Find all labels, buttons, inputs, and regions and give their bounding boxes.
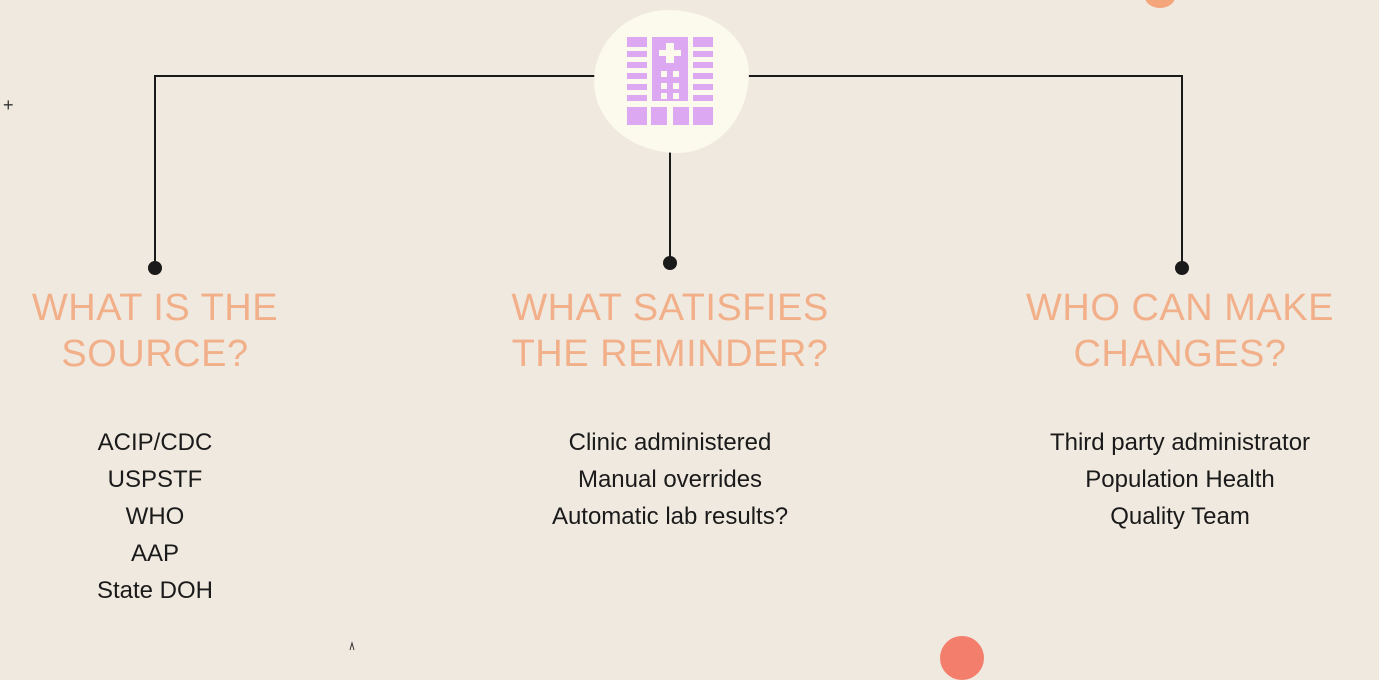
list-item: Clinic administered	[568, 429, 772, 456]
connector-dot-right	[1175, 261, 1189, 275]
connector-right	[744, 75, 1183, 268]
column-title: WHAT SATISFIES THE REMINDER?	[470, 285, 870, 377]
list-item: Manual overrides	[577, 466, 763, 493]
column-changes: WHO CAN MAKE CHANGES? Third party admini…	[980, 285, 1379, 535]
hospital-building-icon	[627, 37, 713, 125]
list-item: Automatic lab results?	[551, 503, 789, 530]
list-item: Quality Team	[1110, 503, 1250, 530]
sparkle-small	[349, 641, 355, 651]
connector-dot-center	[663, 256, 677, 270]
column-title-line: CHANGES?	[1073, 333, 1287, 375]
column-list: Third party administrator Population Hea…	[980, 424, 1379, 535]
column-title-line: WHAT IS THE	[31, 287, 279, 329]
list-item: ACIP/CDC	[97, 429, 213, 456]
connector-dot-left	[148, 261, 162, 275]
column-title-line: SOURCE?	[61, 333, 249, 375]
sparkle-decoration: +	[3, 95, 14, 115]
connector-left	[154, 75, 600, 268]
connector-lines	[148, 75, 1189, 651]
decorative-blob-top-right	[1145, 0, 1175, 8]
column-title: WHAT IS THE SOURCE?	[5, 285, 305, 377]
list-item: WHO	[125, 503, 185, 530]
column-title-line: THE REMINDER?	[511, 333, 829, 375]
list-item: Population Health	[1085, 466, 1275, 493]
column-title: WHO CAN MAKE CHANGES?	[980, 285, 1379, 377]
column-source: WHAT IS THE SOURCE? ACIP/CDC USPSTF WHO …	[5, 285, 305, 609]
column-satisfies: WHAT SATISFIES THE REMINDER? Clinic admi…	[470, 285, 870, 535]
list-item: Third party administrator	[1049, 429, 1311, 456]
list-item: AAP	[130, 540, 180, 567]
list-item: State DOH	[96, 577, 214, 604]
hub	[594, 10, 749, 153]
column-title-line: WHO CAN MAKE	[1026, 287, 1334, 329]
column-list: Clinic administered Manual overrides Aut…	[470, 424, 870, 535]
column-title-line: WHAT SATISFIES	[511, 287, 829, 329]
list-item: USPSTF	[107, 466, 203, 493]
column-list: ACIP/CDC USPSTF WHO AAP State DOH	[5, 424, 305, 609]
